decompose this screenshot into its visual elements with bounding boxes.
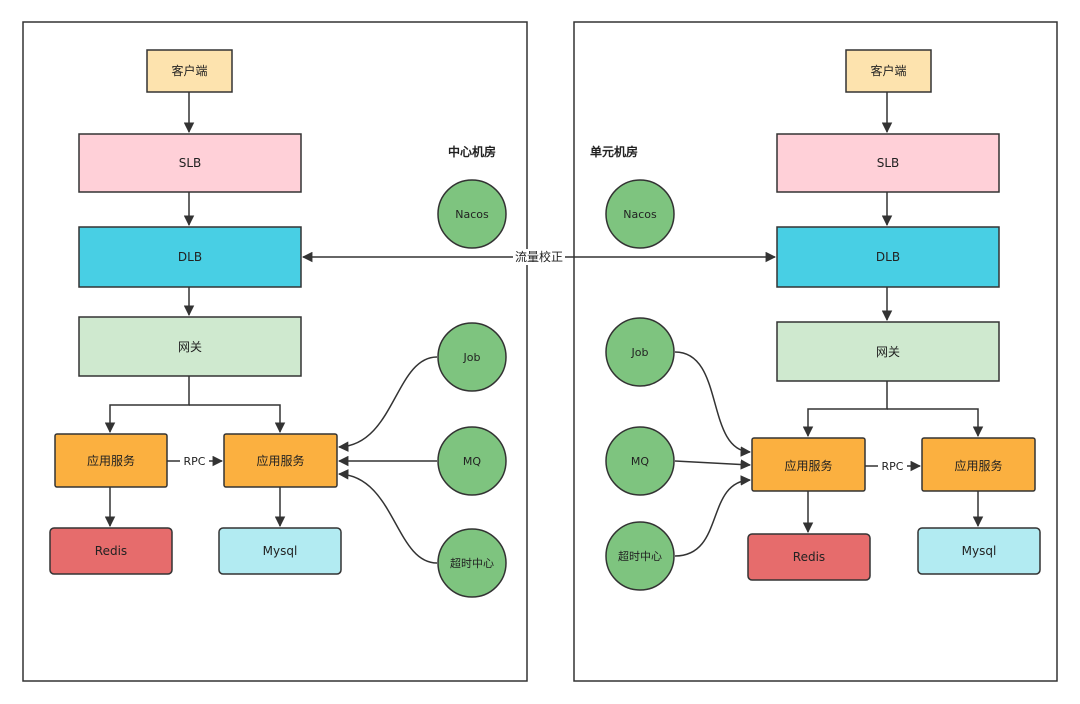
unit-dc-title: 单元机房: [590, 144, 638, 159]
app-service-b-label: 应用服务: [256, 453, 304, 468]
dlb-label: DLB: [876, 250, 900, 264]
nacos-node: Nacos: [605, 179, 675, 249]
redis-label: Redis: [793, 550, 825, 564]
edge-gateway-app-b: [887, 408, 984, 438]
timeout-center-label: 超时中心: [618, 549, 662, 563]
mq-label: MQ: [463, 455, 481, 468]
client-label: 客户端: [870, 63, 906, 78]
app-service-b-box: 应用服务: [921, 437, 1036, 492]
traffic-correction-link: 流量校正: [301, 249, 777, 265]
timeout-center-label: 超时中心: [450, 556, 494, 570]
gateway-box: 网关: [78, 316, 302, 377]
nacos-node: Nacos: [437, 179, 507, 249]
app-service-b-label: 应用服务: [954, 458, 1002, 473]
slb-box: SLB: [776, 133, 1000, 193]
edge-timeout-app-a: [674, 475, 752, 557]
slb-box: SLB: [78, 133, 302, 193]
dlb-label: DLB: [178, 250, 202, 264]
mq-node: MQ: [605, 426, 675, 496]
slb-label: SLB: [877, 156, 900, 170]
traffic-correction-label-bg: [513, 249, 565, 265]
edge-job-app-a: [674, 351, 752, 457]
center-dc-title: 中心机房: [448, 144, 496, 159]
app-service-a-box: 应用服务: [54, 433, 168, 488]
edge-mq-app-a: [674, 459, 752, 470]
redis-box: Redis: [49, 527, 173, 575]
unit-dc-panel: 单元机房 客户端 SLB DLB: [573, 21, 1058, 682]
job-node: Job: [437, 322, 507, 392]
slb-label: SLB: [179, 156, 202, 170]
client-box: 客户端: [845, 49, 932, 93]
edge-timeout-app-b: [337, 469, 438, 564]
timeout-center-node: 超时中心: [437, 528, 507, 598]
center-dc-panel: 中心机房 客户端 SLB DLB: [22, 21, 528, 682]
gateway-label: 网关: [178, 340, 202, 354]
redis-box: Redis: [747, 533, 871, 581]
edge-gateway-app-a: [104, 376, 190, 434]
job-node: Job: [605, 317, 675, 387]
job-label: Job: [631, 346, 649, 359]
gateway-label: 网关: [876, 345, 900, 359]
app-service-b-box: 应用服务: [223, 433, 338, 488]
mq-node: MQ: [437, 426, 507, 496]
redis-label: Redis: [95, 544, 127, 558]
app-service-a-box: 应用服务: [751, 437, 866, 492]
mysql-box: Mysql: [917, 527, 1041, 575]
edge-gateway-app-b: [189, 404, 286, 434]
edge-job-app-b: [337, 356, 438, 452]
app-service-a-label: 应用服务: [784, 458, 832, 473]
rpc-label: RPC: [882, 460, 904, 473]
traffic-correction-label: 流量校正: [515, 249, 563, 264]
center-dc-frame: [22, 21, 528, 682]
mysql-label: Mysql: [263, 544, 298, 558]
center-dc-connectors: [104, 92, 438, 564]
nacos-label: Nacos: [623, 208, 657, 221]
timeout-center-node: 超时中心: [605, 521, 675, 591]
unit-dc-frame: [573, 21, 1058, 682]
nacos-label: Nacos: [455, 208, 489, 221]
mq-label: MQ: [631, 455, 649, 468]
app-service-a-label: 应用服务: [87, 453, 135, 468]
client-box: 客户端: [146, 49, 233, 93]
dlb-box: DLB: [776, 226, 1000, 288]
client-label: 客户端: [171, 63, 207, 78]
unit-dc-connectors: [674, 92, 984, 557]
mysql-label: Mysql: [962, 544, 997, 558]
job-label: Job: [463, 351, 481, 364]
rpc-label: RPC: [184, 455, 206, 468]
edge-gateway-app-a: [802, 381, 888, 438]
dlb-box: DLB: [78, 226, 302, 288]
mysql-box: Mysql: [218, 527, 342, 575]
gateway-box: 网关: [776, 321, 1000, 382]
